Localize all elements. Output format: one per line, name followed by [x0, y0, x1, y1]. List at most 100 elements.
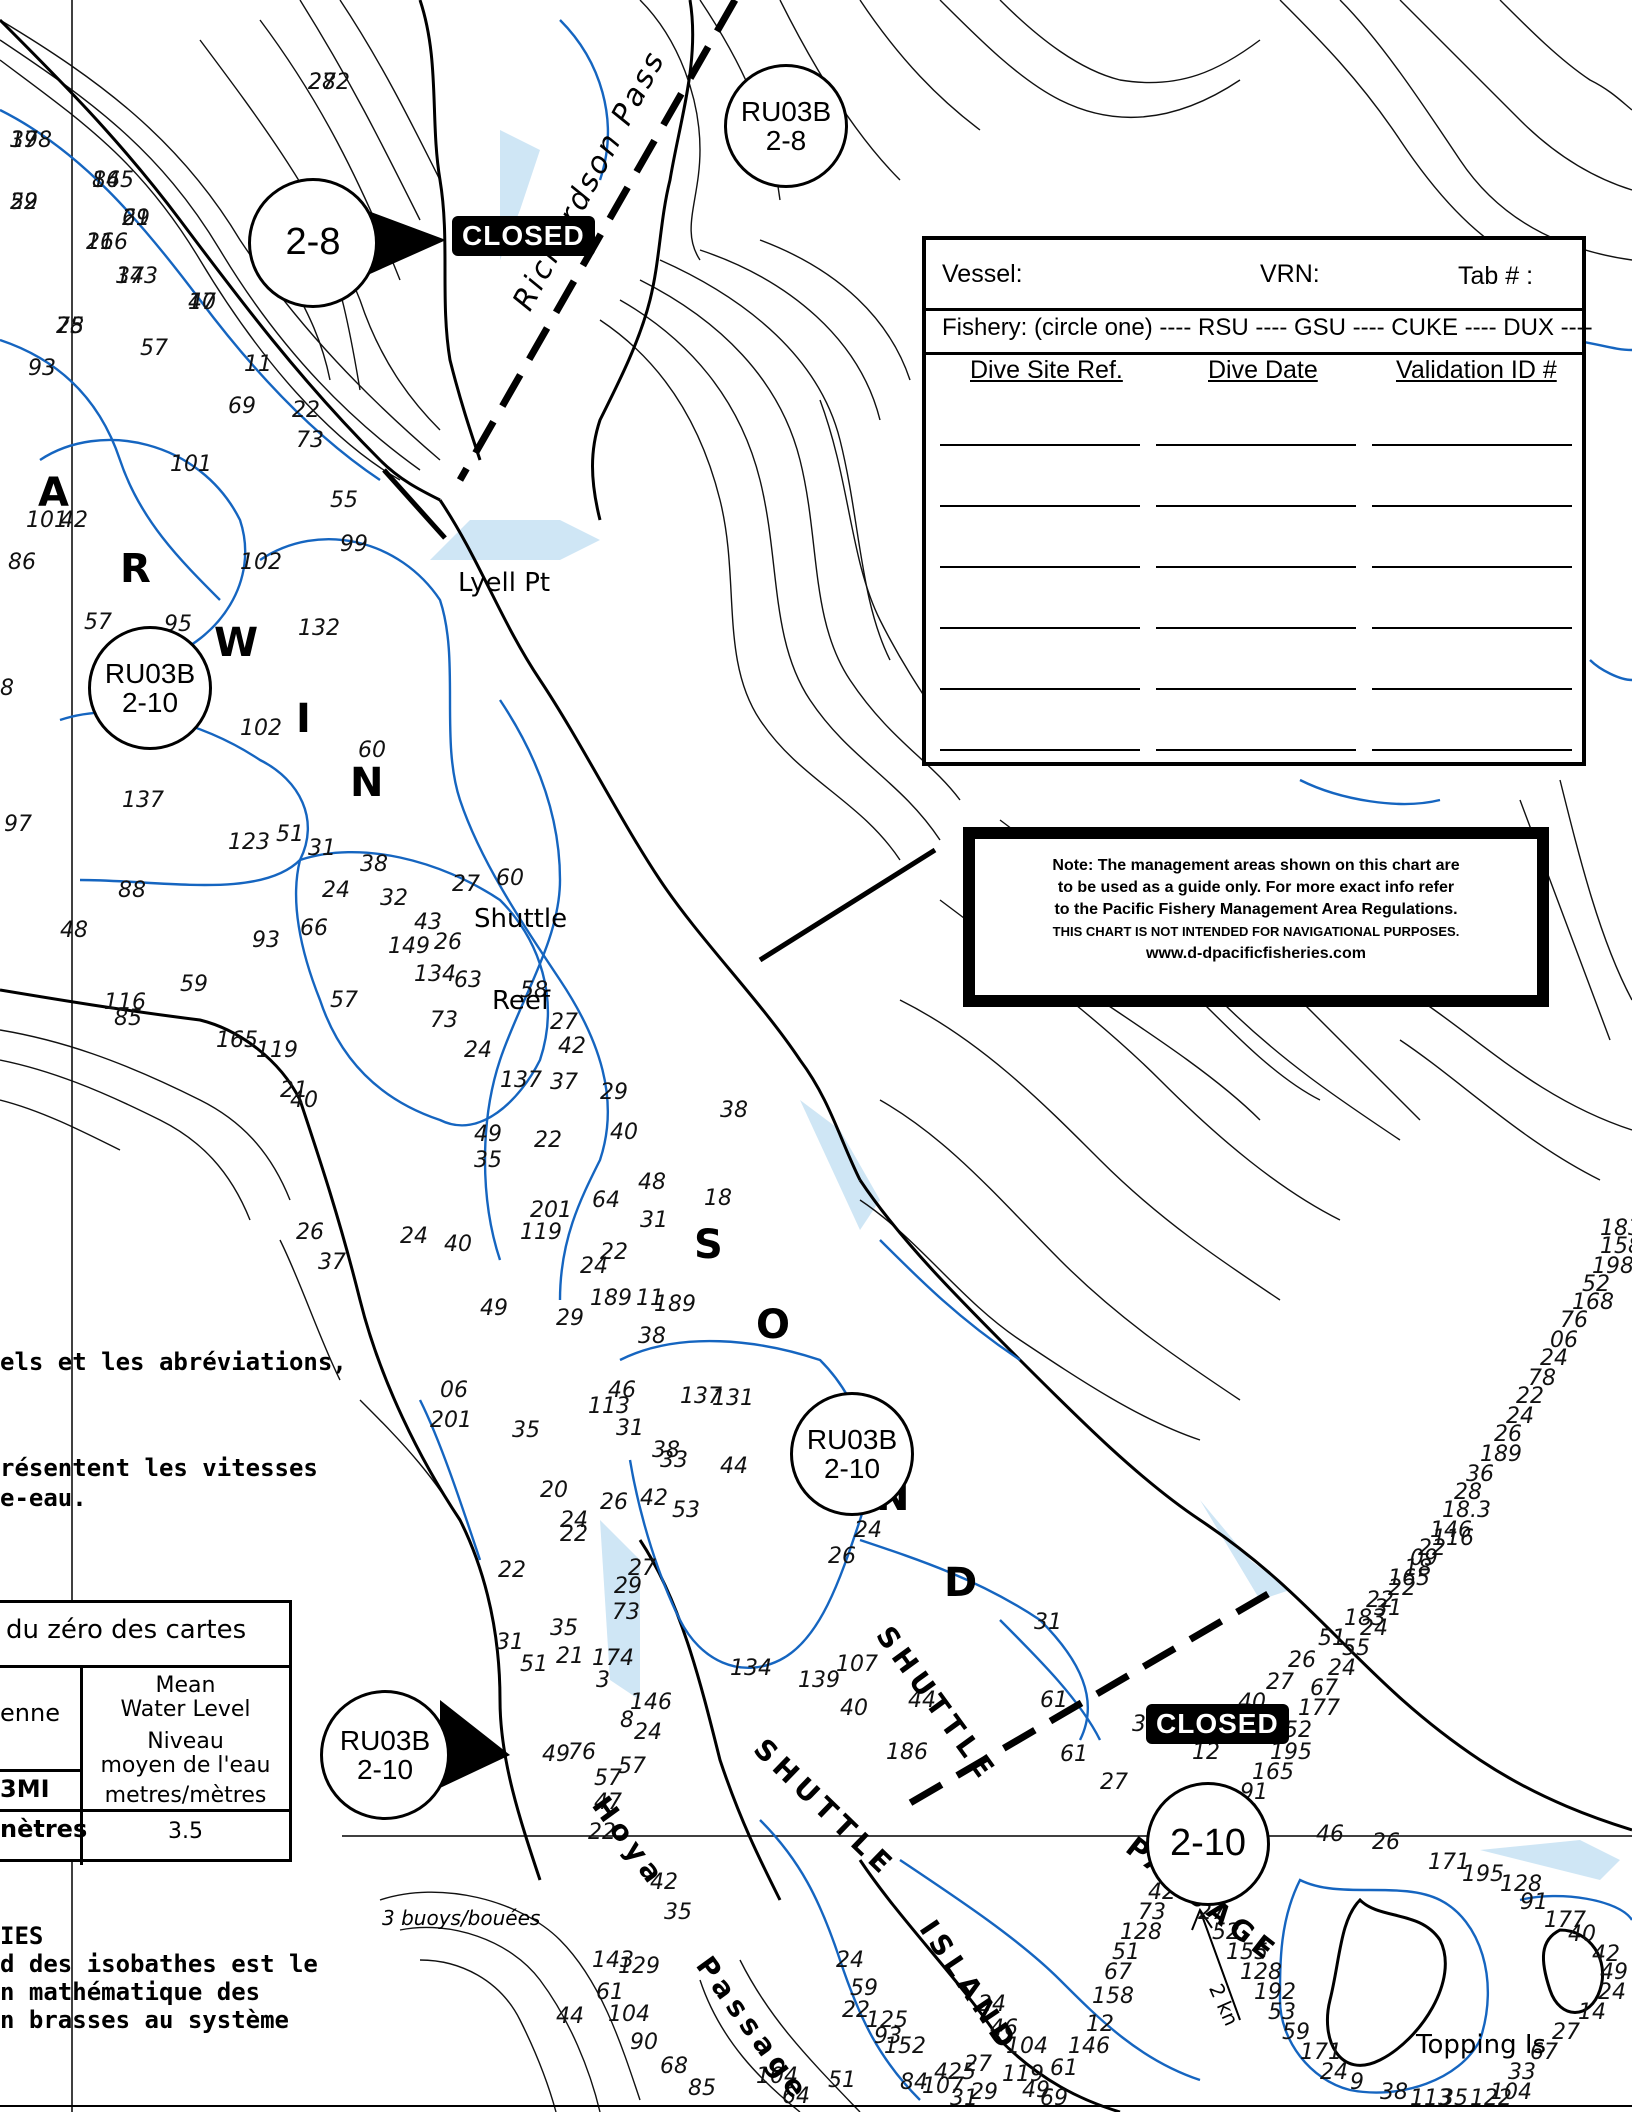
- marker-code: RU03B: [806, 1423, 898, 1455]
- depth-sounding: 40: [840, 1696, 868, 1721]
- form-entry-line[interactable]: [940, 444, 1140, 446]
- depth-sounding: 75: [56, 314, 84, 339]
- table-cell: Mean: [155, 1673, 216, 1698]
- depth-sounding: 198: [10, 128, 52, 153]
- depth-sounding: 132: [298, 616, 340, 641]
- depth-sounding: 22: [292, 398, 320, 423]
- form-entry-line[interactable]: [1372, 444, 1572, 446]
- depth-sounding: 18.3: [1442, 1498, 1491, 1523]
- depth-sounding: 107: [922, 2074, 964, 2099]
- depth-sounding: 27: [1100, 1770, 1128, 1795]
- form-entry-line[interactable]: [1372, 749, 1572, 751]
- depth-sounding: 90: [630, 2030, 658, 2055]
- depth-sounding: 73: [1138, 1900, 1166, 1925]
- closed-label-south: CLOSED: [1146, 1704, 1289, 1744]
- form-entry-line[interactable]: [940, 749, 1140, 751]
- note-website[interactable]: www.d-dpacificfisheries.com: [1146, 945, 1366, 962]
- depth-sounding: 57: [140, 336, 168, 361]
- vessel-label: Vessel:: [942, 260, 1023, 288]
- depth-sounding: 47: [594, 1790, 622, 1815]
- depth-sounding: 22: [842, 1998, 870, 2023]
- place-darwin-w: W: [214, 620, 261, 666]
- depth-sounding: 24: [400, 1224, 428, 1249]
- depth-sounding: 84: [92, 168, 120, 193]
- table-header: du zéro des cartes: [6, 1615, 247, 1645]
- form-divider: [926, 352, 1582, 355]
- depth-sounding: 31: [496, 1630, 524, 1655]
- depth-sounding: 22: [560, 1522, 588, 1547]
- form-entry-line[interactable]: [940, 505, 1140, 507]
- depth-sounding: 38: [720, 1098, 748, 1123]
- form-entry-line[interactable]: [940, 566, 1140, 568]
- marker-2-10[interactable]: 2-10: [1146, 1782, 1270, 1906]
- form-entry-line[interactable]: [1372, 566, 1572, 568]
- depth-sounding: 53: [672, 1498, 700, 1523]
- form-entry-line[interactable]: [940, 627, 1140, 629]
- depth-sounding: 55: [1342, 1636, 1370, 1661]
- depth-sounding: 24: [464, 1038, 492, 1063]
- depth-sounding: 125: [866, 2008, 908, 2033]
- depth-sounding: 12: [1086, 2012, 1114, 2037]
- depth-sounding: 195: [1270, 1740, 1312, 1765]
- form-entry-line[interactable]: [1156, 688, 1356, 690]
- depth-sounding: 31: [616, 1416, 644, 1441]
- depth-sounding: 137: [122, 788, 164, 813]
- depth-sounding: 143: [116, 264, 158, 289]
- marker-ru03b-2-10-bottom[interactable]: RU03B 2-10: [320, 1690, 450, 1820]
- depth-sounding: 59: [10, 190, 38, 215]
- depth-sounding: 26: [296, 1220, 324, 1245]
- depth-sounding: 51: [276, 822, 304, 847]
- form-entry-line[interactable]: [940, 688, 1140, 690]
- depth-sounding: 201: [430, 1408, 472, 1433]
- depth-sounding: 38: [360, 852, 388, 877]
- col-dive-date: Dive Date: [1208, 356, 1318, 384]
- fr-note-a: els et les abréviations,: [0, 1348, 347, 1376]
- depth-sounding: 131: [712, 1386, 754, 1411]
- boundary-lines: [382, 468, 937, 963]
- depth-sounding: 189: [1480, 1442, 1522, 1467]
- marker-ru03b-2-10-center[interactable]: RU03B 2-10: [790, 1392, 914, 1516]
- form-entry-line[interactable]: [1156, 505, 1356, 507]
- depth-sounding: 69: [228, 394, 256, 419]
- marker-ru03b-2-8[interactable]: RU03B 2-8: [724, 64, 848, 188]
- form-entry-line[interactable]: [1156, 749, 1356, 751]
- form-entry-line[interactable]: [1156, 444, 1356, 446]
- depth-sounding: 29: [600, 1080, 628, 1105]
- depth-sounding: 139: [798, 1668, 840, 1693]
- depth-sounding: 67: [1104, 1960, 1132, 1985]
- form-entry-line[interactable]: [1156, 627, 1356, 629]
- form-entry-line[interactable]: [1372, 627, 1572, 629]
- depth-sounding: 06: [440, 1378, 468, 1403]
- dive-log-form[interactable]: Vessel: VRN: Tab # : Fishery: (circle on…: [922, 236, 1593, 766]
- depth-sounding: 61: [1060, 1742, 1088, 1767]
- marker-2-8[interactable]: 2-8: [248, 178, 378, 308]
- depth-sounding: 59: [180, 972, 208, 997]
- depth-sounding: 165: [216, 1028, 258, 1053]
- form-entry-line[interactable]: [1372, 505, 1572, 507]
- depth-sounding: 198: [1592, 1254, 1632, 1279]
- marker-code: RU03B: [740, 95, 832, 127]
- note-line: to be used as a guide only. For more exa…: [1057, 879, 1455, 896]
- depth-sounding: 99: [340, 532, 368, 557]
- depth-sounding: 24: [836, 1948, 864, 1973]
- depth-sounding: 35: [550, 1616, 578, 1641]
- depth-sounding: 36: [1466, 1462, 1494, 1487]
- depth-sounding: 21: [280, 1078, 308, 1103]
- fr-note-f: n mathématique des: [0, 1978, 261, 2006]
- depth-sounding: 195: [1462, 1862, 1504, 1887]
- depth-sounding: 93: [28, 356, 56, 381]
- depth-sounding: 22: [588, 1820, 616, 1845]
- form-entry-line[interactable]: [1372, 688, 1572, 690]
- depth-sounding: 24: [580, 1254, 608, 1279]
- depth-sounding: 46: [1316, 1822, 1344, 1847]
- fr-note-c: e-eau.: [0, 1484, 87, 1512]
- depth-sounding: 12: [1192, 1740, 1220, 1765]
- depth-sounding: 29: [970, 2080, 998, 2105]
- marker-ru03b-2-10-left[interactable]: RU03B 2-10: [88, 626, 212, 750]
- depth-sounding: 177: [1298, 1696, 1340, 1721]
- depth-sounding: 28: [56, 314, 84, 339]
- depth-sounding: 44: [720, 1454, 748, 1479]
- depth-sounding: 51: [1112, 1940, 1140, 1965]
- form-entry-line[interactable]: [1156, 566, 1356, 568]
